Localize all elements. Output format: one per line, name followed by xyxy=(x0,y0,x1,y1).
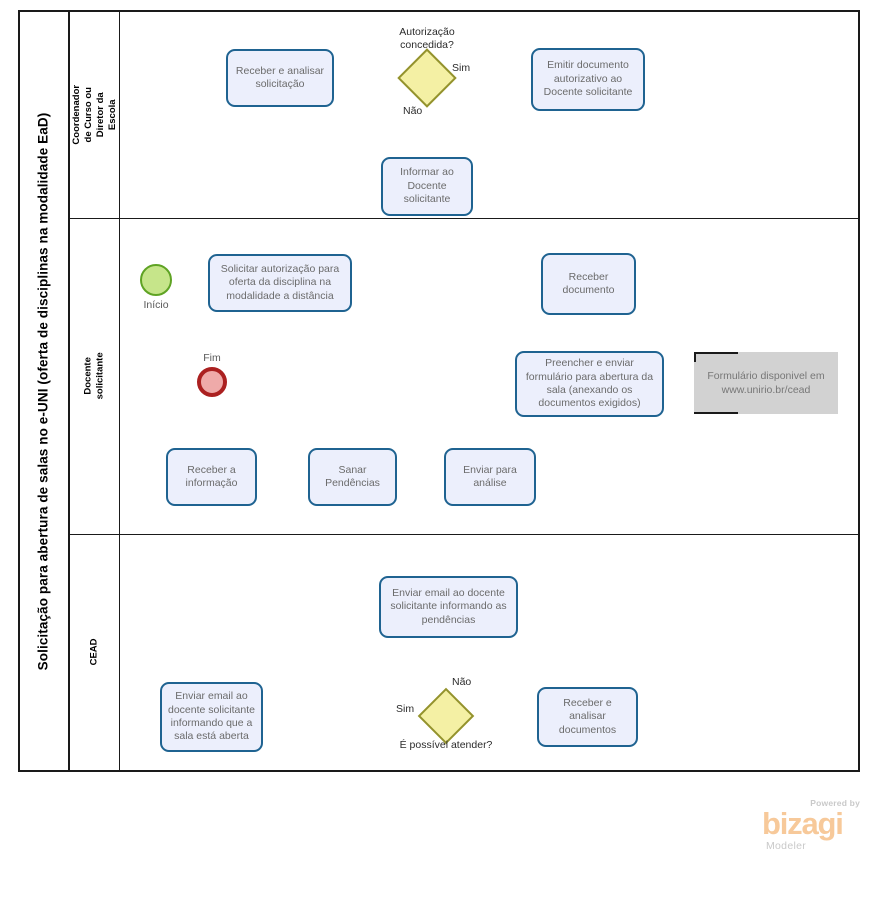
gateway-autorizacao-concedida[interactable] xyxy=(397,48,457,108)
start-event-label: Início xyxy=(143,299,169,311)
flow-label-sim-top: Sim xyxy=(452,62,471,74)
task-preencher-enviar-formulario[interactable]: Preencher e enviar formulário para abert… xyxy=(515,351,664,417)
pool-title: Solicitação para abertura de salas no e-… xyxy=(18,10,70,772)
task-receber-analisar-solicitacao[interactable]: Receber e analisar solicitação xyxy=(226,49,334,107)
annotation-bracket-top xyxy=(694,352,738,362)
lane-header-docente: Docente solicitante xyxy=(70,218,120,534)
start-event-inicio[interactable] xyxy=(140,264,172,296)
lane-header-cead: CEAD xyxy=(70,534,120,770)
lane-divider-1 xyxy=(70,218,860,219)
logo-product: Modeler xyxy=(766,840,807,852)
gateway-label-atender: É possível atender? xyxy=(399,739,493,751)
task-receber-analisar-documentos[interactable]: Receber e analisar documentos xyxy=(537,687,638,747)
flow-label-nao-bottom: Não xyxy=(452,676,472,688)
annotation-bracket-bottom xyxy=(694,404,738,414)
task-enviar-email-sala-aberta[interactable]: Enviar email ao docente solicitante info… xyxy=(160,682,263,752)
flow-label-sim-bottom: Sim xyxy=(396,703,415,715)
pool-title-label: Solicitação para abertura de salas no e-… xyxy=(35,112,51,670)
logo-powered-by: Powered by xyxy=(810,798,860,808)
logo-brand: bizagi xyxy=(762,806,844,841)
task-enviar-para-analise[interactable]: Enviar para análise xyxy=(444,448,536,506)
task-emitir-documento[interactable]: Emitir documento autorizativo ao Docente… xyxy=(531,48,645,111)
lane-label-cead: CEAD xyxy=(88,638,100,666)
task-enviar-email-pendencias[interactable]: Enviar email ao docente solicitante info… xyxy=(379,576,518,638)
text-annotation-formulario: Formulário disponivel em www.unirio.br/c… xyxy=(694,352,838,414)
lane-divider-2 xyxy=(70,534,860,535)
lane-label-coordenador: Coordenador de Curso ou Diretor da Escol… xyxy=(70,85,118,145)
gateway-label-autorizacao: Autorização concedida? xyxy=(399,26,455,52)
task-receber-documento[interactable]: Receber documento xyxy=(541,253,636,315)
flow-label-nao-top: Não xyxy=(403,105,423,117)
gateway-e-possivel-atender[interactable] xyxy=(417,687,475,745)
task-informar-docente[interactable]: Informar ao Docente solicitante xyxy=(381,157,473,216)
end-event-fim[interactable] xyxy=(197,367,227,397)
bizagi-logo: Powered by bizagi Modeler xyxy=(762,798,862,860)
task-sanar-pendencias[interactable]: Sanar Pendências xyxy=(308,448,397,506)
task-solicitar-autorizacao[interactable]: Solicitar autorização para oferta da dis… xyxy=(208,254,352,312)
task-receber-informacao[interactable]: Receber a informação xyxy=(166,448,257,506)
end-event-label: Fim xyxy=(203,352,221,364)
lane-header-coordenador: Coordenador de Curso ou Diretor da Escol… xyxy=(70,12,120,218)
lane-label-docente: Docente solicitante xyxy=(82,352,106,400)
